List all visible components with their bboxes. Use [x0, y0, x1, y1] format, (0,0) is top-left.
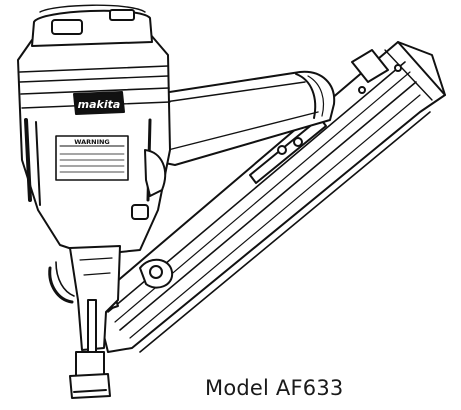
warning-label: WARNING	[74, 138, 110, 146]
trigger	[144, 149, 167, 197]
handle	[149, 70, 336, 166]
brand-logo: makita	[78, 98, 121, 111]
nose-piece	[48, 245, 121, 399]
model-caption: Model AF633	[205, 376, 344, 400]
tool-body	[17, 4, 171, 256]
depth-adjuster	[131, 204, 149, 220]
